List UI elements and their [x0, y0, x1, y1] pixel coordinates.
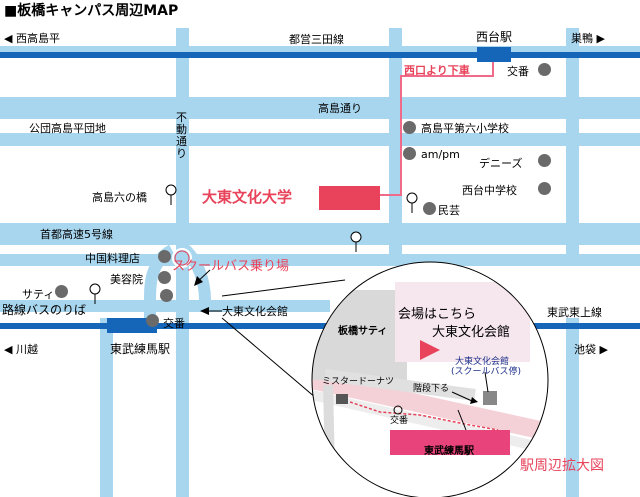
chinese-marker: [158, 250, 171, 263]
kaikan-marker: [160, 289, 173, 302]
walk-route: [380, 62, 494, 196]
road-v-mid: [389, 28, 402, 258]
street-fudo: 不動通り: [176, 111, 187, 160]
bus-pin-icon: [89, 283, 101, 304]
dir-right-top: 巣鴨 ▶: [571, 32, 605, 45]
minge-pin-icon: [406, 192, 418, 213]
biyoin-marker: [158, 271, 171, 284]
street-takashima: 高島通り: [318, 102, 362, 115]
inset-stairs: 階段下る: [413, 384, 450, 394]
road-bus: [0, 300, 330, 312]
inset-mister-donut: ミスタードーナツ: [322, 377, 395, 387]
inset-map: [312, 262, 548, 497]
road-shuto: [0, 223, 640, 245]
minge-marker: [423, 202, 436, 215]
road-v-right2: [566, 318, 579, 497]
ampm-label: am/pm: [421, 148, 460, 161]
station-tobu-nerima-block: [107, 318, 157, 333]
road-v-left: [100, 318, 113, 497]
koban-bottom-marker: [146, 314, 159, 327]
school6-marker: [403, 121, 416, 134]
road-toei-mita: [0, 46, 640, 54]
nishiguchi-label: 西口より下車: [404, 64, 470, 77]
koban-bottom-label: 交番: [163, 317, 185, 330]
university-label: 大東文化大学: [202, 188, 293, 206]
road-v-right: [566, 28, 579, 258]
saty-marker: [55, 285, 68, 298]
road-fudo: [176, 28, 189, 497]
station-tobu-nerima: 東武練馬駅: [110, 342, 171, 356]
rail-tobu-tojo: [0, 323, 640, 329]
shuto-pin-icon: [350, 231, 362, 252]
ampm-marker: [403, 147, 416, 160]
dir-left-bottom: ◀ 川越: [4, 343, 38, 356]
minge-label: 民芸: [438, 204, 460, 217]
inset-station: 東武練馬駅: [424, 446, 474, 457]
dir-right-bottom: 池袋 ▶: [574, 343, 608, 356]
street-toei-mita: 都営三田線: [289, 33, 344, 46]
road-takashima: [0, 97, 640, 119]
street-shuto: 首都高速5号線: [40, 228, 113, 241]
school6-label: 高島平第六小学校: [421, 122, 509, 135]
inset-saty-label: 板橋サティ: [338, 326, 388, 337]
inset-caption: 駅周辺拡大図: [520, 458, 604, 474]
street-rosen-bus: 路線バスのりば: [2, 303, 87, 317]
map-title: ■板橋キャンパス周辺MAP: [4, 3, 179, 19]
rail-toei-mita: [0, 52, 640, 58]
takashima6bashi-label: 高島六の橋: [92, 191, 147, 204]
school-bus-label: スクールバス乗り場: [172, 259, 290, 274]
dennys-label: デニーズ: [479, 157, 523, 170]
university-block: [319, 186, 380, 210]
saty-label: サティ: [22, 288, 55, 301]
road-koen: [0, 133, 640, 146]
biyoin-label: 美容院: [110, 273, 143, 286]
inset-venue-line1: 会場はこちら: [398, 307, 477, 322]
inset-bus-stop-line1: 大東文化会館: [455, 357, 510, 367]
nishidai-jhs-label: 西台中学校: [462, 184, 517, 197]
street-tobu-tojo: 東武東上線: [547, 306, 602, 319]
koban-top-label: 交番: [507, 65, 529, 78]
station-nishidai: 西台駅: [476, 30, 513, 44]
inset-bus-stop-line2: (スクールバス停): [451, 367, 522, 377]
chinese-label: 中国料理店: [85, 252, 140, 265]
inset-border: [311, 261, 549, 497]
inset-koban: 交番: [390, 416, 409, 426]
koen-danchi-label: 公団高島平団地: [29, 122, 106, 135]
dir-left-top: ◀ 西高島平: [4, 32, 60, 45]
koban-top-marker: [538, 63, 551, 76]
inset-venue-line2: 大東文化会館: [432, 325, 511, 340]
nishidai-jhs-marker: [538, 182, 551, 195]
dennys-marker: [538, 154, 551, 167]
station-nishidai-block: [477, 47, 511, 62]
takashima6bashi-pin-icon: [165, 184, 177, 205]
kaikan-label: 大東文化会館: [222, 305, 288, 318]
